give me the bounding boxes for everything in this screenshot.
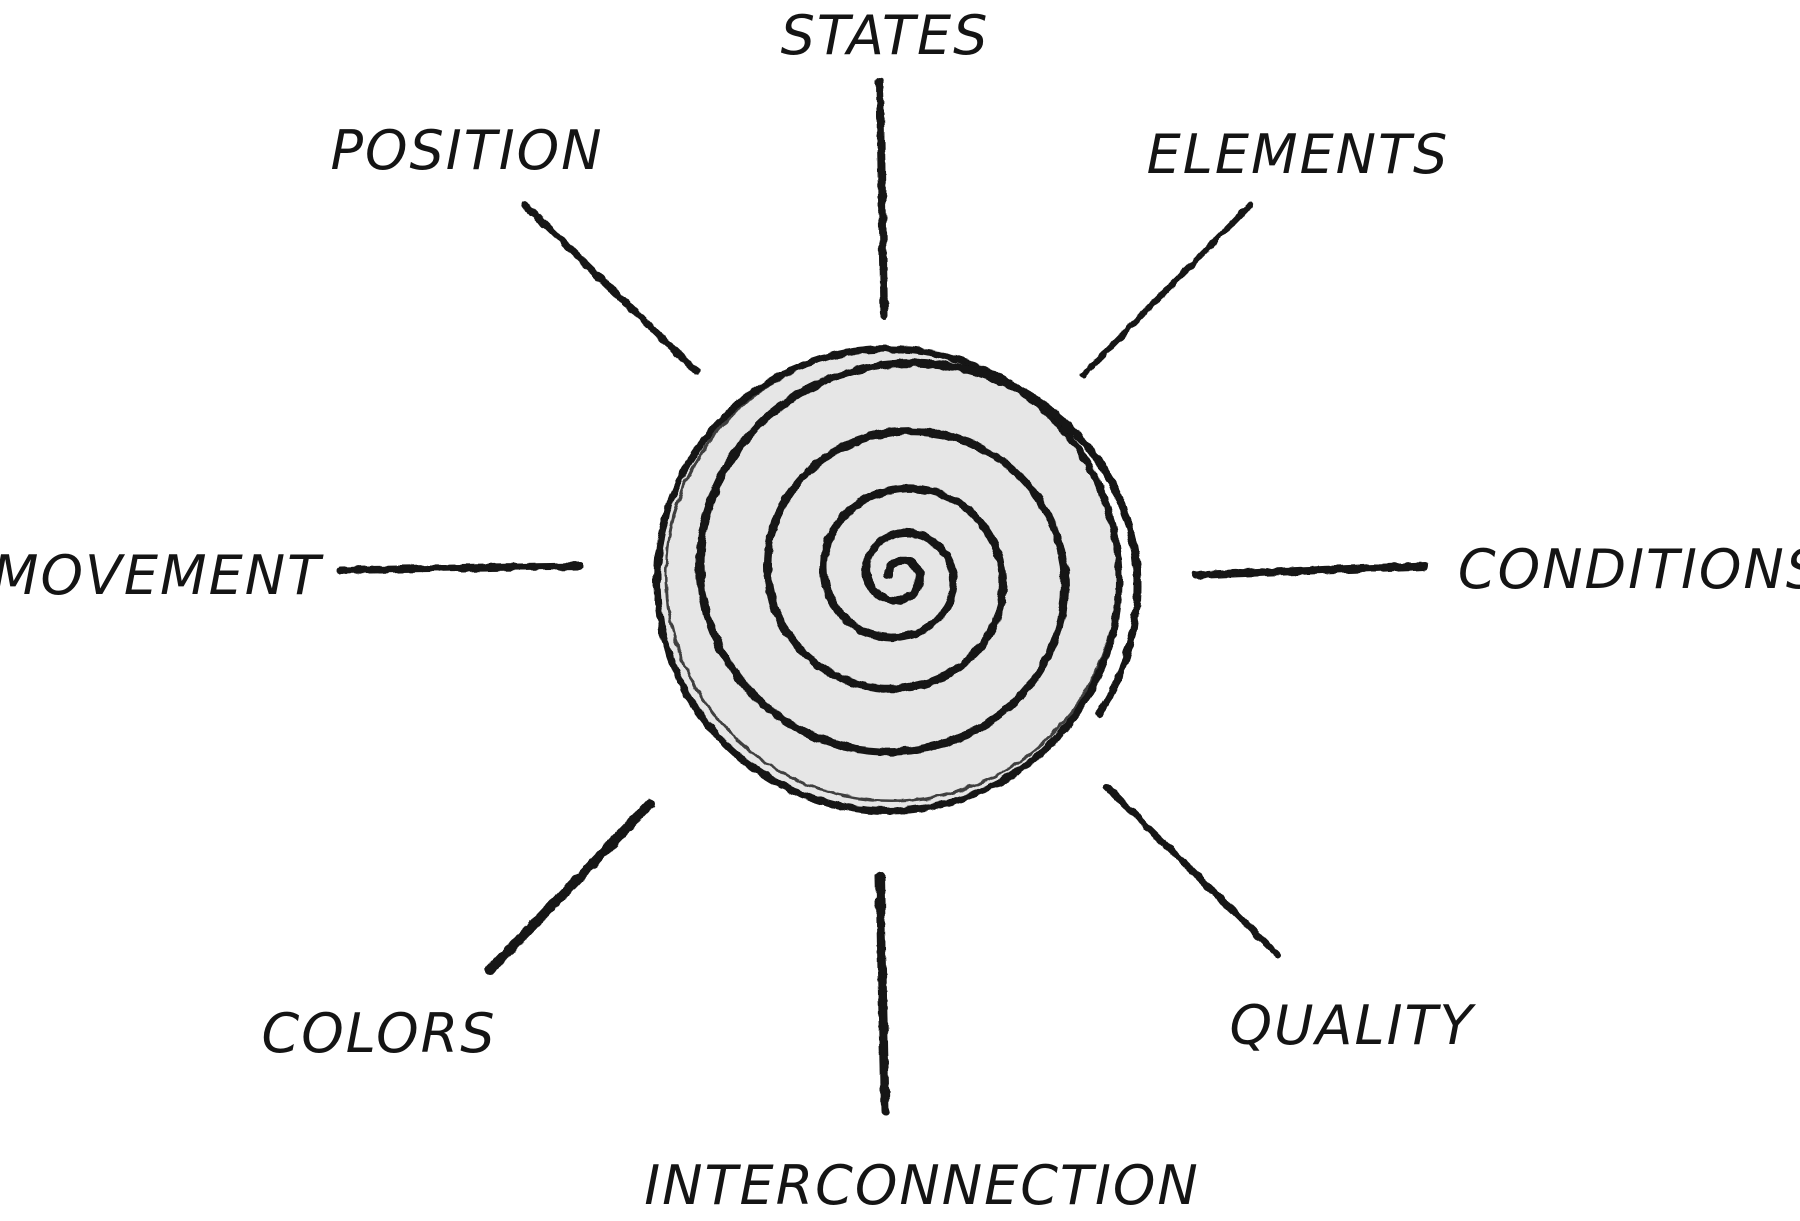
spiral-icon <box>696 359 1142 756</box>
ray-states <box>876 78 888 320</box>
label-conditions: CONDITIONS <box>1457 538 1800 601</box>
central-disc-outline-secondary <box>664 347 1120 803</box>
label-colors: COLORS <box>261 1002 497 1065</box>
ray-colors <box>485 799 655 975</box>
label-elements: ELEMENTS <box>1146 123 1450 186</box>
ray-quality <box>1103 783 1282 959</box>
rays-group <box>336 78 1429 1117</box>
label-position: POSITION <box>330 119 604 182</box>
ray-position <box>521 201 701 376</box>
ray-elements <box>1080 202 1253 378</box>
label-states: STATES <box>780 4 990 67</box>
ray-conditions <box>1191 562 1429 579</box>
ray-movement <box>336 562 584 574</box>
label-quality: QUALITY <box>1229 994 1475 1057</box>
ray-interconnection <box>875 871 890 1117</box>
label-interconnection: INTERCONNECTION <box>644 1154 1200 1217</box>
label-movement: MOVEMENT <box>0 544 323 607</box>
